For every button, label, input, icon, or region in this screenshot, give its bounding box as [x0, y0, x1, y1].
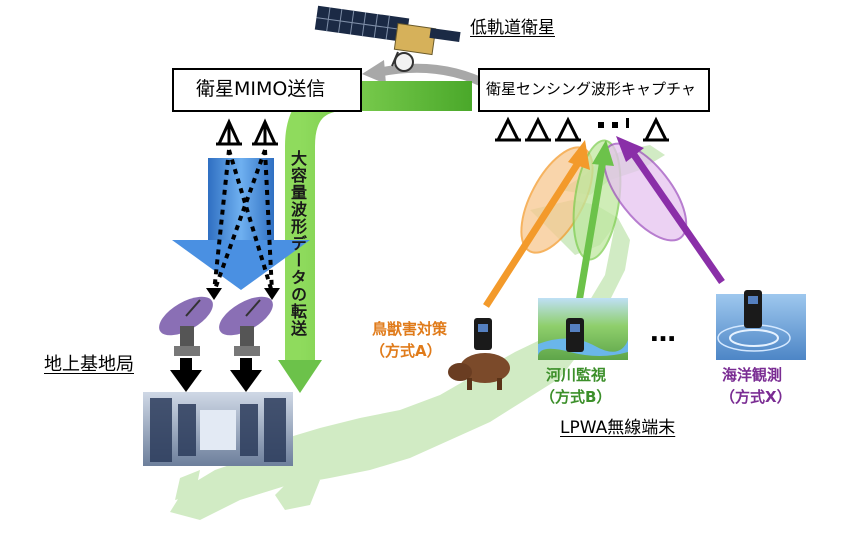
uplink-arrows	[483, 136, 725, 309]
mimo-transmitter-label: 衛星MIMO送信	[196, 78, 326, 100]
terminal-x-name: 海洋観測	[722, 366, 783, 384]
satellite-label: 低軌道衛星	[470, 18, 555, 38]
terminal-x-method: （方式X）	[720, 388, 792, 406]
boar-sensor-icon	[448, 318, 510, 390]
transfer-label: 大容量波形データの転送	[288, 150, 307, 337]
lpwa-terminals-label: LPWA無線端末	[560, 418, 676, 438]
terminal-ellipsis: …	[650, 318, 676, 348]
terminal-a-method: （方式A）	[370, 342, 442, 360]
downlink-black-arrows	[170, 358, 262, 392]
mimo-transmitter-box	[172, 68, 362, 112]
left-antennas-icon	[216, 118, 278, 146]
waveform-capture-label: 衛星センシング波形キャプチャ	[486, 80, 696, 98]
right-antennas-icon	[495, 116, 669, 142]
server-room-image	[143, 392, 293, 466]
ground-station-label: 地上基地局	[44, 354, 134, 375]
terminal-a-name: 鳥獣害対策	[372, 320, 448, 338]
waveform-capture-box	[478, 68, 710, 112]
sea-image	[716, 290, 806, 360]
river-image	[538, 298, 628, 360]
terminal-b-name: 河川監視	[546, 366, 607, 384]
ground-dish-icon	[159, 296, 273, 356]
mimo-beams	[212, 149, 274, 293]
satellite-icon	[314, 5, 461, 72]
terminal-b-method: （方式B）	[540, 388, 612, 406]
